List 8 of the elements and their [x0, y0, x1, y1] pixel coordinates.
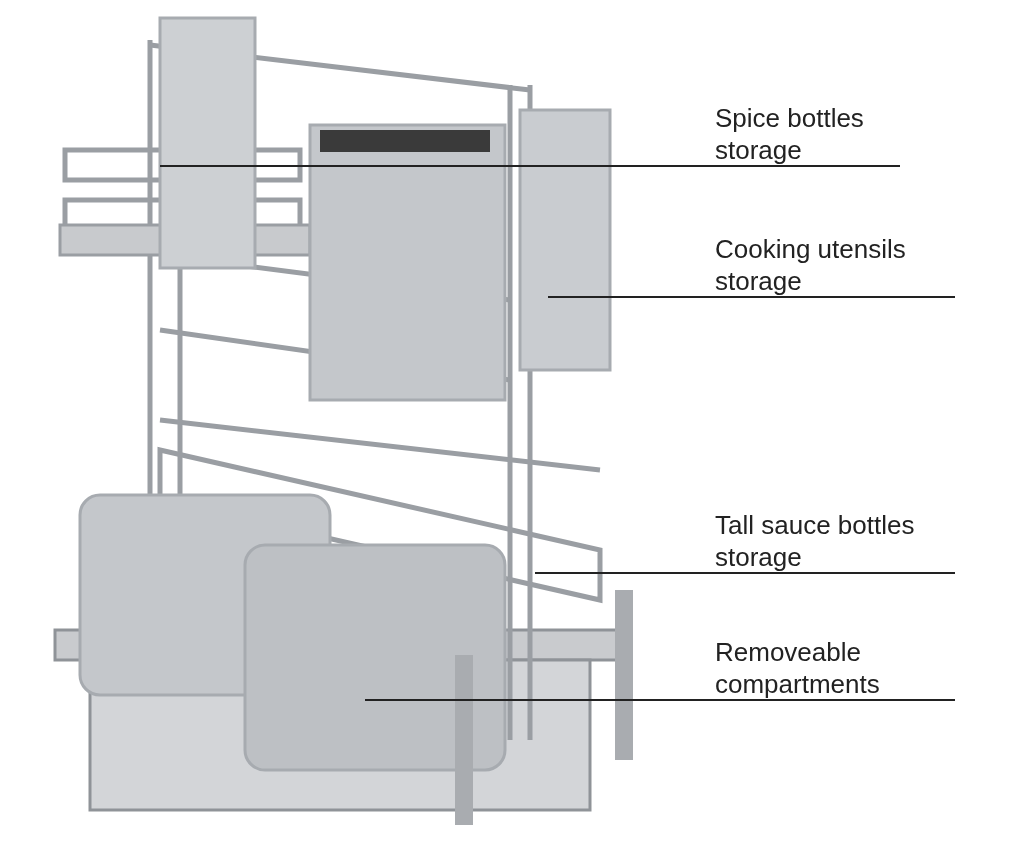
callout-label: Spice bottles storage: [715, 102, 900, 166]
callout-label: Removeable compartments: [715, 636, 955, 700]
leader-line: [547, 296, 956, 298]
callout-label: Cooking utensils storage: [715, 233, 955, 297]
callout-label: Tall sauce bottles storage: [715, 509, 955, 573]
leader-line: [364, 699, 956, 701]
leader-line: [159, 165, 901, 167]
leader-line: [534, 572, 956, 574]
